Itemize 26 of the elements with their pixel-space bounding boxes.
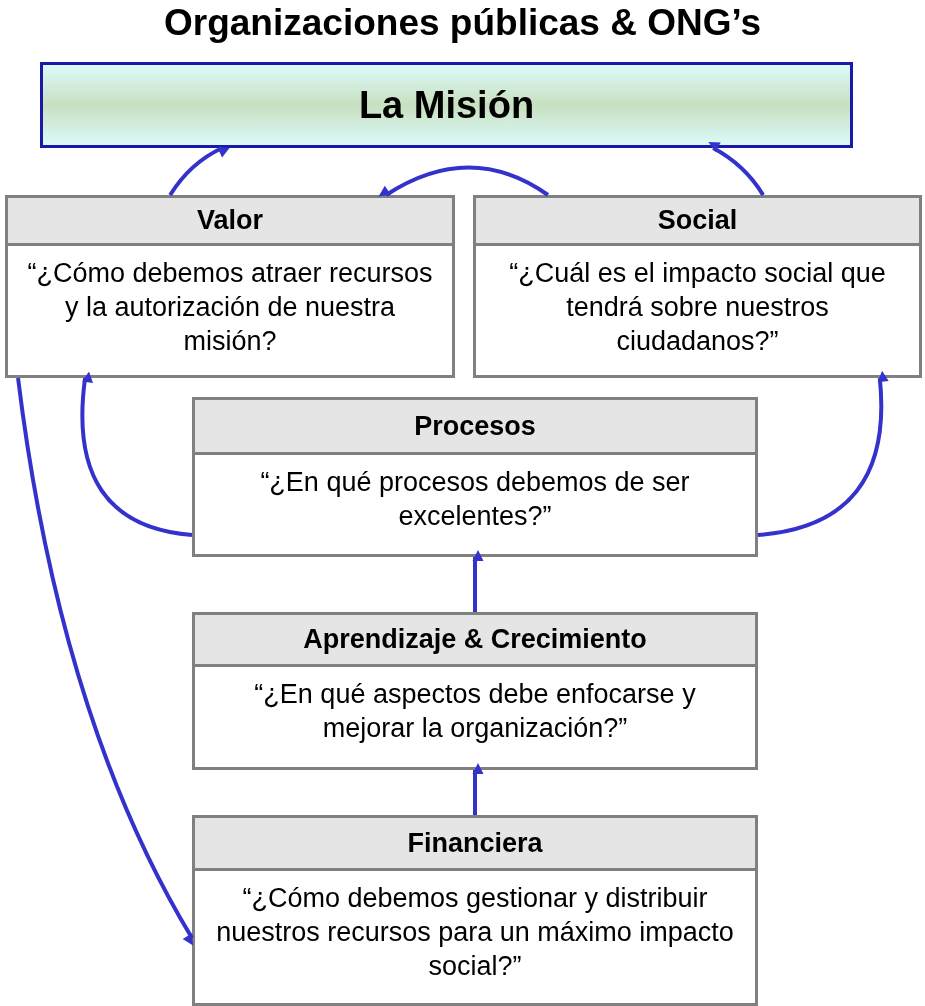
perspective-card [192, 815, 758, 1006]
arrow [708, 141, 765, 197]
arrow [168, 146, 230, 197]
card-header: Aprendizaje & Crecimiento [195, 615, 755, 667]
card-header: Procesos [195, 400, 755, 455]
arrow [378, 165, 550, 197]
card-header: Social [476, 198, 919, 246]
mission-title: La Misión [358, 83, 535, 127]
arrow [472, 763, 484, 815]
perspective-card [473, 195, 922, 378]
question-text: “¿Cuál es el impacto social que tendrá sobre nuestros ciudadanos?” [509, 258, 886, 356]
question-text: “¿Cómo debemos atraer recursos y la autorización de nuestra misión? [27, 258, 433, 356]
perspective-card [192, 397, 758, 557]
perspective-card [192, 612, 758, 770]
card-header: Valor [8, 198, 452, 246]
arrow [757, 370, 889, 537]
arrow [80, 371, 193, 537]
arrow [472, 550, 484, 612]
diagram-title: Organizaciones públicas & ONG’s [163, 2, 762, 44]
card-header: Financiera [195, 818, 755, 871]
question-text: “¿En qué procesos debemos de ser excelentes?” [260, 467, 690, 531]
arrow [16, 377, 194, 946]
question-text: “¿En qué aspectos debe enfocarse y mejorar la organización?” [254, 679, 696, 743]
perspective-card [5, 195, 455, 378]
question-text: “¿Cómo debemos gestionar y distribuir nuestros recursos para un máximo impacto social?” [216, 883, 734, 981]
mission-box [40, 62, 853, 148]
